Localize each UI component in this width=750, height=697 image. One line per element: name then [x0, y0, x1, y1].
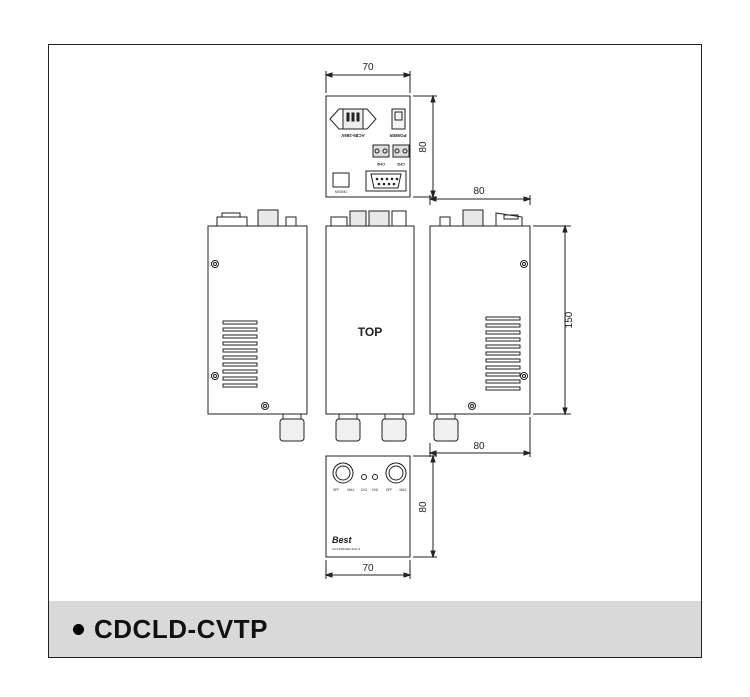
vent-slots-left — [222, 320, 258, 388]
dial-ch1-icon — [332, 462, 354, 484]
vent-slots-right — [485, 316, 521, 391]
label-chip: MSONG — [335, 190, 348, 194]
dimension-front-width — [428, 417, 532, 457]
knob-icon-ch1 — [335, 413, 361, 442]
label-led-ch2: CH2 — [372, 488, 379, 492]
ac-inlet-icon — [329, 108, 377, 130]
label-max-2: MAX — [400, 488, 408, 492]
caption-bar: CDCLD-CVTP — [49, 601, 701, 657]
bullet-icon — [73, 623, 84, 635]
dimension-bottom-height — [413, 454, 437, 559]
label-top-view: TOP — [358, 325, 382, 339]
model-caption: CDCLD-CVTP — [94, 613, 268, 644]
dim-label-bottom-height: 80 — [418, 501, 429, 513]
led-ch2-icon — [372, 474, 378, 480]
knob-icon-right — [433, 413, 459, 442]
label-power: POWER — [389, 133, 407, 138]
front-panel-view — [325, 455, 411, 558]
brand-logo: Best — [332, 535, 353, 545]
left-side-view — [207, 209, 308, 442]
dimension-side-width — [428, 195, 532, 205]
terminal-block-icon — [372, 144, 410, 158]
label-max-1: MAX — [348, 488, 356, 492]
dim-label-front-width: 80 — [473, 441, 485, 452]
dim-label-side-width: 80 — [473, 186, 485, 197]
brand-sub: CCS DRIVER 4CH S — [332, 547, 360, 551]
label-ch1: CH1 — [396, 162, 405, 167]
dim-label-top-width: 70 — [362, 62, 374, 73]
center-top-view — [325, 210, 415, 442]
led-ch1-icon — [361, 474, 367, 480]
label-off-2: OFF — [386, 488, 392, 492]
chip-icon — [332, 172, 350, 188]
db9-connector-icon — [365, 170, 407, 192]
dimension-side-length — [533, 224, 571, 416]
dial-ch2-icon — [385, 462, 407, 484]
dim-label-bottom-width: 70 — [362, 563, 374, 574]
dimension-bottom-width — [324, 560, 412, 579]
right-side-view — [429, 209, 531, 442]
rear-panel-view — [325, 95, 411, 198]
dim-label-top-height: 80 — [418, 141, 429, 153]
technical-drawing: 70 80 80 150 80 80 70 AC85-265V POWER CH… — [207, 62, 575, 579]
dimension-top-height — [413, 94, 437, 199]
label-ac-input: AC85-265V — [341, 133, 365, 138]
label-led-ch1: CH1 — [361, 488, 368, 492]
knob-icon — [279, 413, 305, 442]
dim-label-side-length: 150 — [564, 311, 575, 328]
dimension-top-width — [324, 71, 412, 93]
label-off-1: OFF — [333, 488, 339, 492]
drawing-frame: 70 80 80 150 80 80 70 AC85-265V POWER CH… — [48, 44, 702, 658]
label-ch2: CH2 — [376, 162, 385, 167]
knob-icon-ch2 — [381, 413, 407, 442]
